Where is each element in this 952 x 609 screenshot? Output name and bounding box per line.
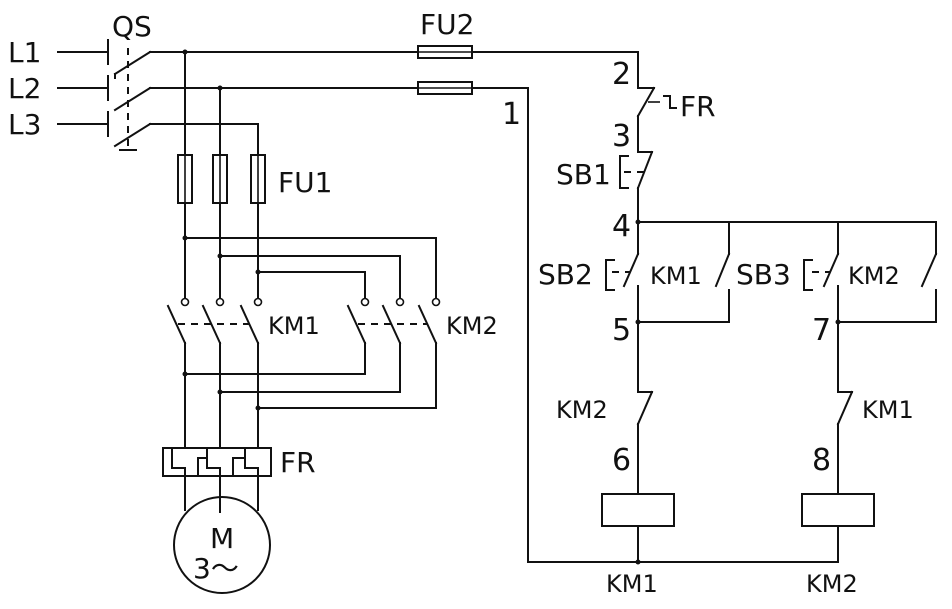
km1-main-label: KM1	[268, 312, 320, 340]
coil-km2-label: KM2	[806, 570, 858, 598]
motor-leads	[184, 475, 259, 513]
km2-hold-label: KM2	[848, 262, 900, 290]
motor-m-label: M	[210, 522, 234, 555]
l2-label: L2	[8, 72, 41, 105]
power-bus	[149, 49, 419, 156]
main-circuit-wiring	[182, 202, 437, 299]
node-1: 1	[502, 97, 521, 132]
control-return-wire	[527, 87, 839, 563]
fr-main-label: FR	[280, 446, 316, 479]
reversing-wiring	[182, 342, 437, 449]
fu1-fuses	[177, 154, 266, 204]
motor	[173, 496, 271, 594]
reverse-branch	[801, 252, 938, 563]
fr-ctrl-label: FR	[680, 90, 716, 123]
node-3: 3	[612, 119, 631, 154]
qs-isolator-switch	[57, 39, 152, 151]
sb3-label: SB3	[736, 258, 791, 291]
km2-main-label: KM2	[446, 312, 498, 340]
node-8: 8	[812, 443, 831, 478]
fu2-label: FU2	[420, 8, 474, 41]
km1-interlock-label: KM1	[862, 396, 914, 424]
l3-label: L3	[8, 108, 41, 141]
l1-label: L1	[8, 36, 41, 69]
fr-thermal-elements	[162, 447, 272, 477]
node-2: 2	[612, 57, 631, 92]
node-4: 4	[612, 209, 631, 244]
fu1-label: FU1	[278, 166, 332, 199]
sb2-label: SB2	[538, 258, 593, 291]
qs-label: QS	[112, 10, 152, 43]
coil-km1-label: KM1	[606, 570, 658, 598]
forward-branch	[601, 252, 731, 565]
control-main-branch	[619, 51, 677, 225]
node-6: 6	[612, 443, 631, 478]
fu2-fuses	[417, 45, 639, 95]
km2-interlock-label: KM2	[556, 396, 608, 424]
node4-bus	[637, 221, 937, 255]
km1-main-contacts	[166, 297, 263, 345]
sb1-label: SB1	[556, 158, 611, 191]
km2-main-contacts	[346, 297, 441, 345]
node-7: 7	[812, 313, 831, 348]
motor-phase-label: 3～	[193, 552, 239, 585]
node-5: 5	[612, 313, 631, 348]
km1-hold-label: KM1	[650, 262, 702, 290]
